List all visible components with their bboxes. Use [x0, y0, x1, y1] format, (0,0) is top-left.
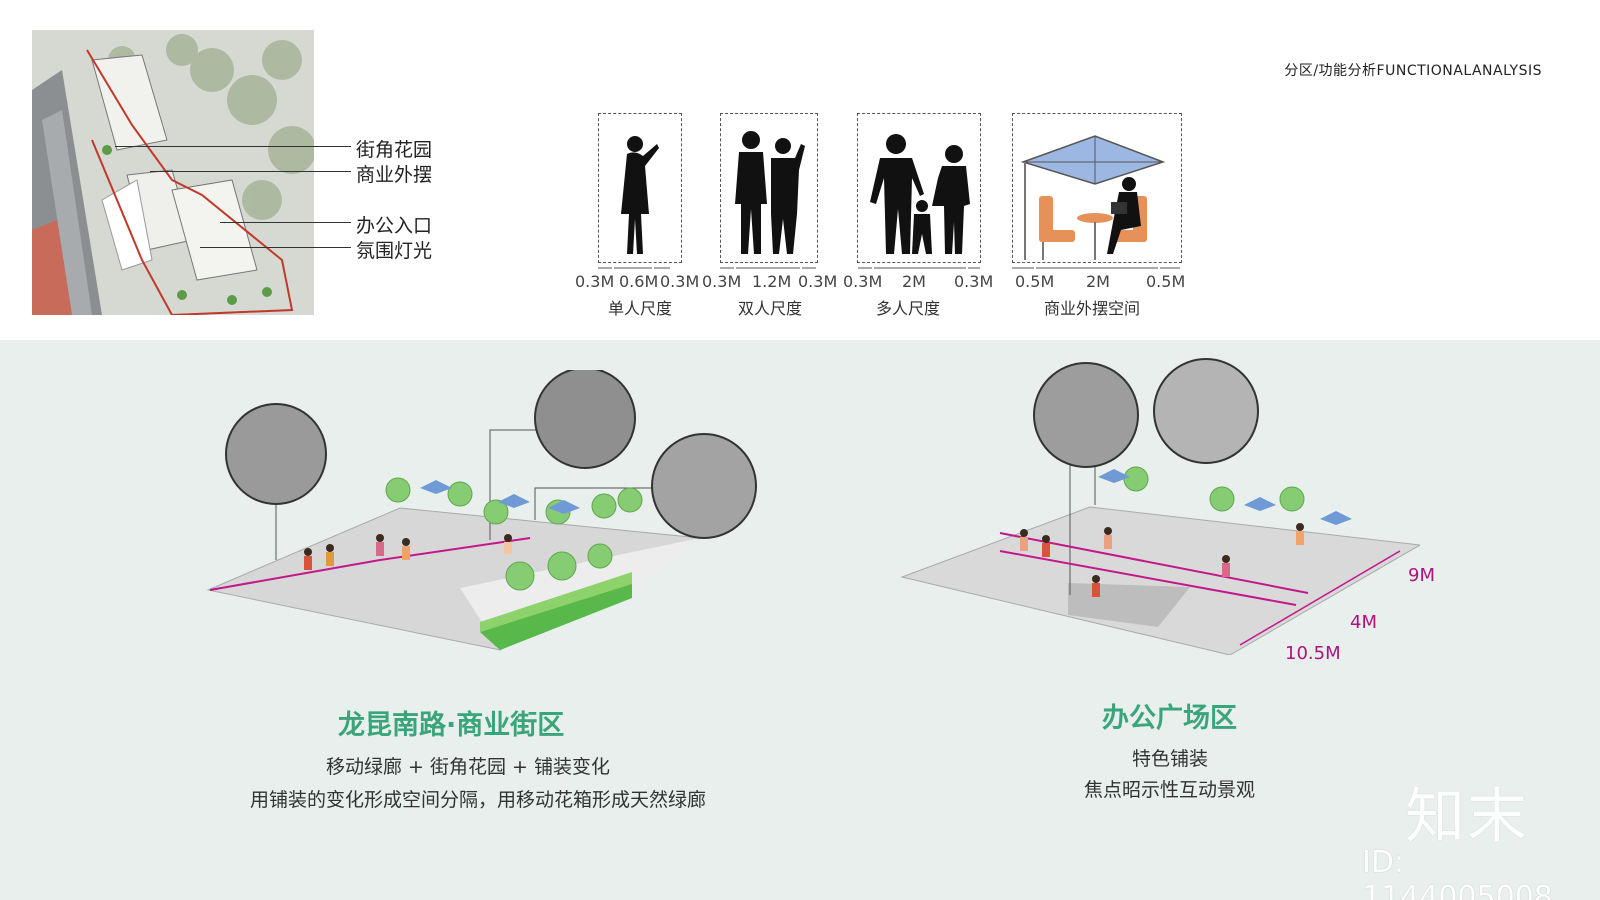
single-person-silhouette — [621, 136, 659, 254]
header-title: 分区/功能分析FUNCTIONALANALYSIS — [1284, 63, 1542, 79]
zone-desc-commercial-line2: 用铺装的变化形成空间分隔，用移动花箱形成天然绿廊 — [250, 789, 707, 811]
dim-group-left: 0.3M — [843, 272, 883, 291]
zone-desc-office-line1: 特色铺装 — [1132, 748, 1209, 770]
dim-single-left: 0.3M — [575, 272, 615, 291]
plan-label-outdoor-dining: 商业外摆 — [356, 164, 433, 186]
zone-title-commercial: 龙昆南路·商业街区 — [338, 710, 565, 741]
measure-9m: 9M — [1408, 565, 1435, 586]
dim-group-right: 0.3M — [954, 272, 994, 291]
dim-commercial-left: 0.5M — [1015, 272, 1055, 291]
plan-label-office-entrance: 办公入口 — [356, 215, 433, 237]
dim-double-left: 0.3M — [702, 272, 742, 291]
scale-box-single — [598, 113, 682, 263]
dim-double-right: 0.3M — [798, 272, 838, 291]
dim-double-mid: 1.2M — [752, 272, 792, 291]
brand-id: ID: 1144005008 — [1362, 845, 1553, 900]
dim-single-mid: 0.6M — [619, 272, 659, 291]
dim-commercial-mid: 2M — [1086, 272, 1110, 291]
zone-desc-office-line2: 焦点昭示性互动景观 — [1084, 779, 1256, 801]
two-people-silhouette — [735, 131, 805, 254]
scale-box-commercial — [1012, 113, 1182, 263]
site-plan-image — [32, 30, 314, 315]
measure-4m: 4M — [1350, 612, 1377, 633]
dim-group-mid: 2M — [902, 272, 926, 291]
scale-caption-single: 单人尺度 — [608, 299, 673, 318]
outdoor-dining-illustration — [1020, 135, 1166, 260]
scale-caption-commercial: 商业外摆空间 — [1044, 299, 1141, 318]
measure-10-5m: 10.5M — [1285, 643, 1341, 664]
plan-label-corner-garden: 街角花园 — [356, 139, 433, 161]
plan-label-ambient-lighting: 氛围灯光 — [356, 240, 433, 262]
leader-line — [200, 247, 351, 248]
scale-box-group — [857, 113, 981, 263]
scale-box-double — [720, 113, 818, 263]
family-silhouette — [870, 134, 970, 254]
zone-title-office: 办公广场区 — [1102, 703, 1237, 734]
dim-commercial-right: 0.5M — [1146, 272, 1186, 291]
zone-desc-commercial-line1: 移动绿廊 + 街角花园 + 铺装变化 — [326, 756, 610, 778]
commercial-street-axonometric — [206, 370, 757, 651]
brand-logo: 知末 — [1405, 782, 1529, 852]
office-plaza-axonometric — [900, 358, 1420, 655]
dimension-arrows — [598, 267, 1180, 269]
leader-line — [115, 146, 351, 147]
leader-line — [220, 222, 351, 223]
scale-caption-double: 双人尺度 — [738, 299, 803, 318]
scale-caption-group: 多人尺度 — [876, 299, 941, 318]
leader-line — [150, 171, 351, 172]
dim-single-right: 0.3M — [660, 272, 700, 291]
